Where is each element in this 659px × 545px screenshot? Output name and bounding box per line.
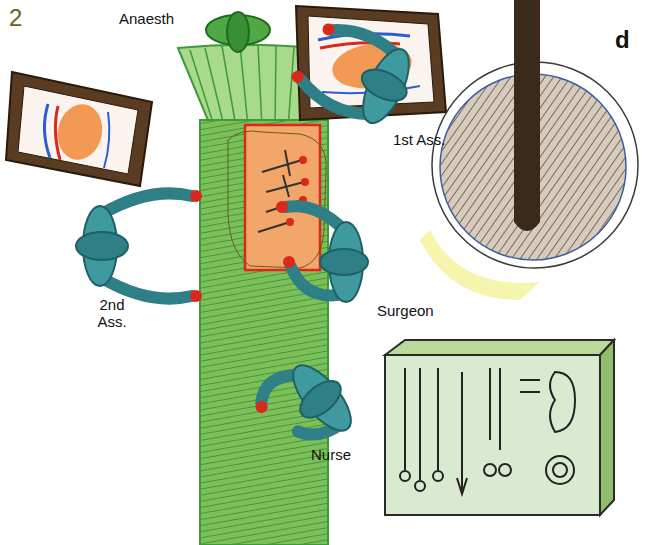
role-label: 1st Ass.: [392, 131, 447, 148]
figure-number: 2: [8, 4, 23, 32]
surgical-lamp: [420, 0, 638, 300]
role-label: Nurse: [310, 446, 352, 463]
role-label: Anaesth: [118, 10, 175, 27]
surgeon-figure: [276, 201, 368, 302]
role-label: Surgeon: [376, 302, 435, 319]
panel-letter: d: [614, 26, 631, 54]
second-assistant-figure: [76, 190, 202, 302]
instrument-table: [385, 340, 614, 515]
nurse-figure: [249, 350, 364, 466]
monitor: [6, 72, 152, 186]
role-label: 2nd Ass.: [90, 296, 134, 331]
first-assistant-figure: [287, 12, 423, 132]
anaesthetist-figure: [206, 12, 270, 52]
operating-field: [228, 125, 326, 270]
